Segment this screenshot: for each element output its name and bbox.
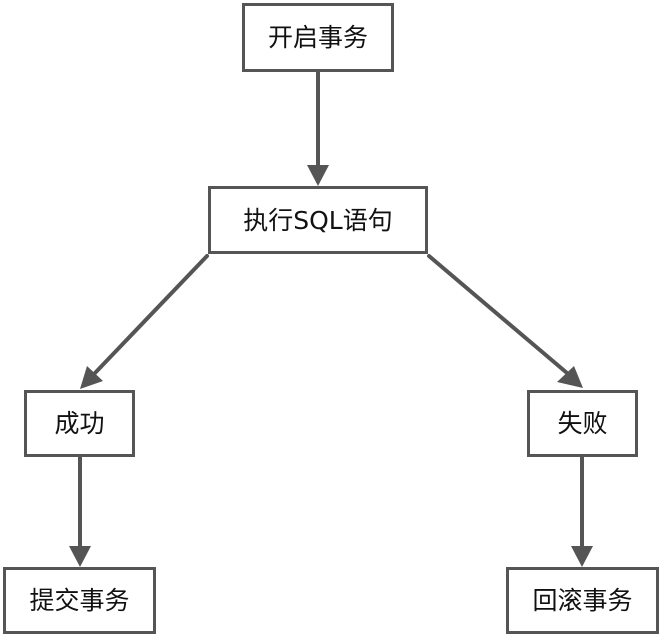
arrowhead-success <box>80 366 103 389</box>
node-commit-transaction: 提交事务 <box>3 567 156 634</box>
arrowhead-failure <box>557 366 583 388</box>
node-label: 提交事务 <box>29 586 130 615</box>
node-rollback-transaction: 回滚事务 <box>506 567 659 634</box>
arrowhead-exec <box>307 165 329 186</box>
node-label: 成功 <box>54 409 105 438</box>
node-failure: 失败 <box>527 390 638 457</box>
arrowhead-rollback <box>571 546 593 567</box>
arrowhead-commit <box>69 546 91 567</box>
node-success: 成功 <box>24 390 135 457</box>
node-start-transaction: 开启事务 <box>242 3 394 72</box>
node-label: 回滚事务 <box>532 586 633 615</box>
node-label: 失败 <box>557 409 608 438</box>
node-label: 开启事务 <box>267 23 368 52</box>
arrow-exec-to-failure <box>427 254 569 375</box>
node-execute-sql: 执行SQL语句 <box>208 186 428 254</box>
arrow-exec-to-success <box>93 254 209 375</box>
node-label: 执行SQL语句 <box>243 205 393 235</box>
